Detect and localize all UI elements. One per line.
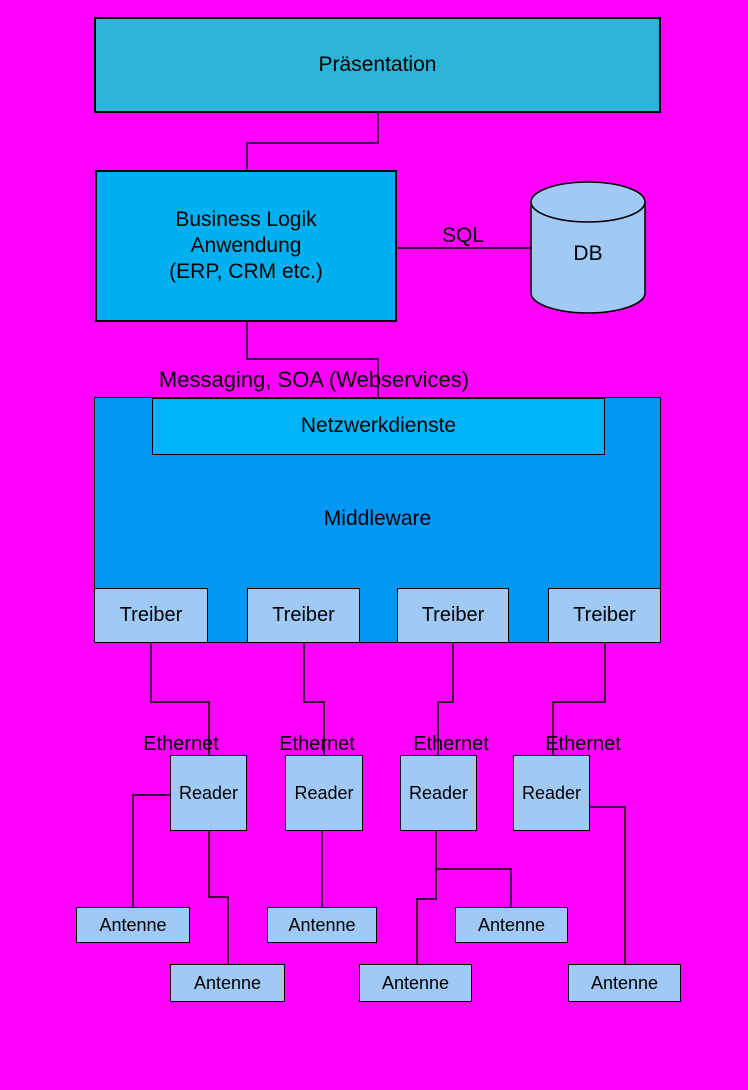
database-cylinder-top: [530, 181, 646, 223]
business-logic-label-line3: (ERP, CRM etc.): [169, 260, 323, 283]
antenne-label-3: Antenne: [477, 914, 546, 935]
connector-presentation-to-application: [246, 113, 379, 170]
connector-reader1-to-antenne4: [208, 831, 229, 964]
presentation-box: Präsentation: [94, 17, 661, 113]
ethernet-label-1: Ethernet: [143, 733, 219, 755]
ethernet-label-2: Ethernet: [279, 733, 355, 755]
antenne-box-5: Antenne: [359, 964, 472, 1002]
db-label: DB: [573, 242, 603, 265]
ethernet-label-4: Ethernet: [545, 733, 621, 755]
business-logic-label-line2: Anwendung: [190, 234, 302, 257]
ethernet-label-3: Ethernet: [413, 733, 489, 755]
reader-box-4: Reader: [513, 755, 590, 831]
treiber-box-1: Treiber: [94, 588, 208, 643]
reader-box-2: Reader: [285, 755, 363, 831]
reader-box-3: Reader: [400, 755, 477, 831]
treiber-box-4: Treiber: [548, 588, 661, 643]
antenne-box-4: Antenne: [170, 964, 285, 1002]
treiber-label-3: Treiber: [421, 604, 485, 626]
presentation-label: Präsentation: [318, 52, 437, 76]
antenne-label-6: Antenne: [590, 972, 659, 993]
connector-reader3-to-antenne3: [435, 831, 512, 907]
treiber-label-2: Treiber: [272, 604, 335, 626]
treiber-label-4: Treiber: [573, 604, 636, 626]
antenne-box-3: Antenne: [455, 907, 568, 943]
antenne-label-2: Antenne: [288, 914, 356, 935]
antenne-box-2: Antenne: [267, 907, 377, 943]
antenne-label-5: Antenne: [381, 972, 450, 993]
antenne-label-4: Antenne: [193, 972, 262, 993]
reader-label-1: Reader: [178, 782, 239, 803]
antenne-box-6: Antenne: [568, 964, 681, 1002]
reader-box-1: Reader: [170, 755, 247, 831]
antenne-label-1: Antenne: [99, 914, 167, 935]
business-logic-label-line1: Business Logik: [175, 208, 317, 231]
antenne-box-1: Antenne: [76, 907, 190, 943]
treiber-label-1: Treiber: [119, 604, 183, 626]
network-services-box: Netzwerkdienste: [152, 398, 605, 455]
messaging-soa-label: Messaging, SOA (Webservices): [158, 367, 470, 392]
network-services-label: Netzwerkdienste: [300, 414, 457, 438]
connector-reader4-to-antenne6: [590, 806, 626, 964]
connector-reader1-to-antenne1: [132, 794, 170, 907]
reader-label-2: Reader: [294, 782, 354, 803]
business-logic-box: Business Logik Anwendung (ERP, CRM etc.): [95, 170, 397, 322]
middleware-label: Middleware: [323, 507, 432, 530]
reader-label-3: Reader: [408, 782, 469, 803]
sql-label: SQL: [441, 224, 485, 247]
reader-label-4: Reader: [521, 782, 582, 803]
treiber-box-2: Treiber: [247, 588, 360, 643]
connector-reader3-to-antenne5: [416, 869, 437, 964]
treiber-box-3: Treiber: [397, 588, 509, 643]
